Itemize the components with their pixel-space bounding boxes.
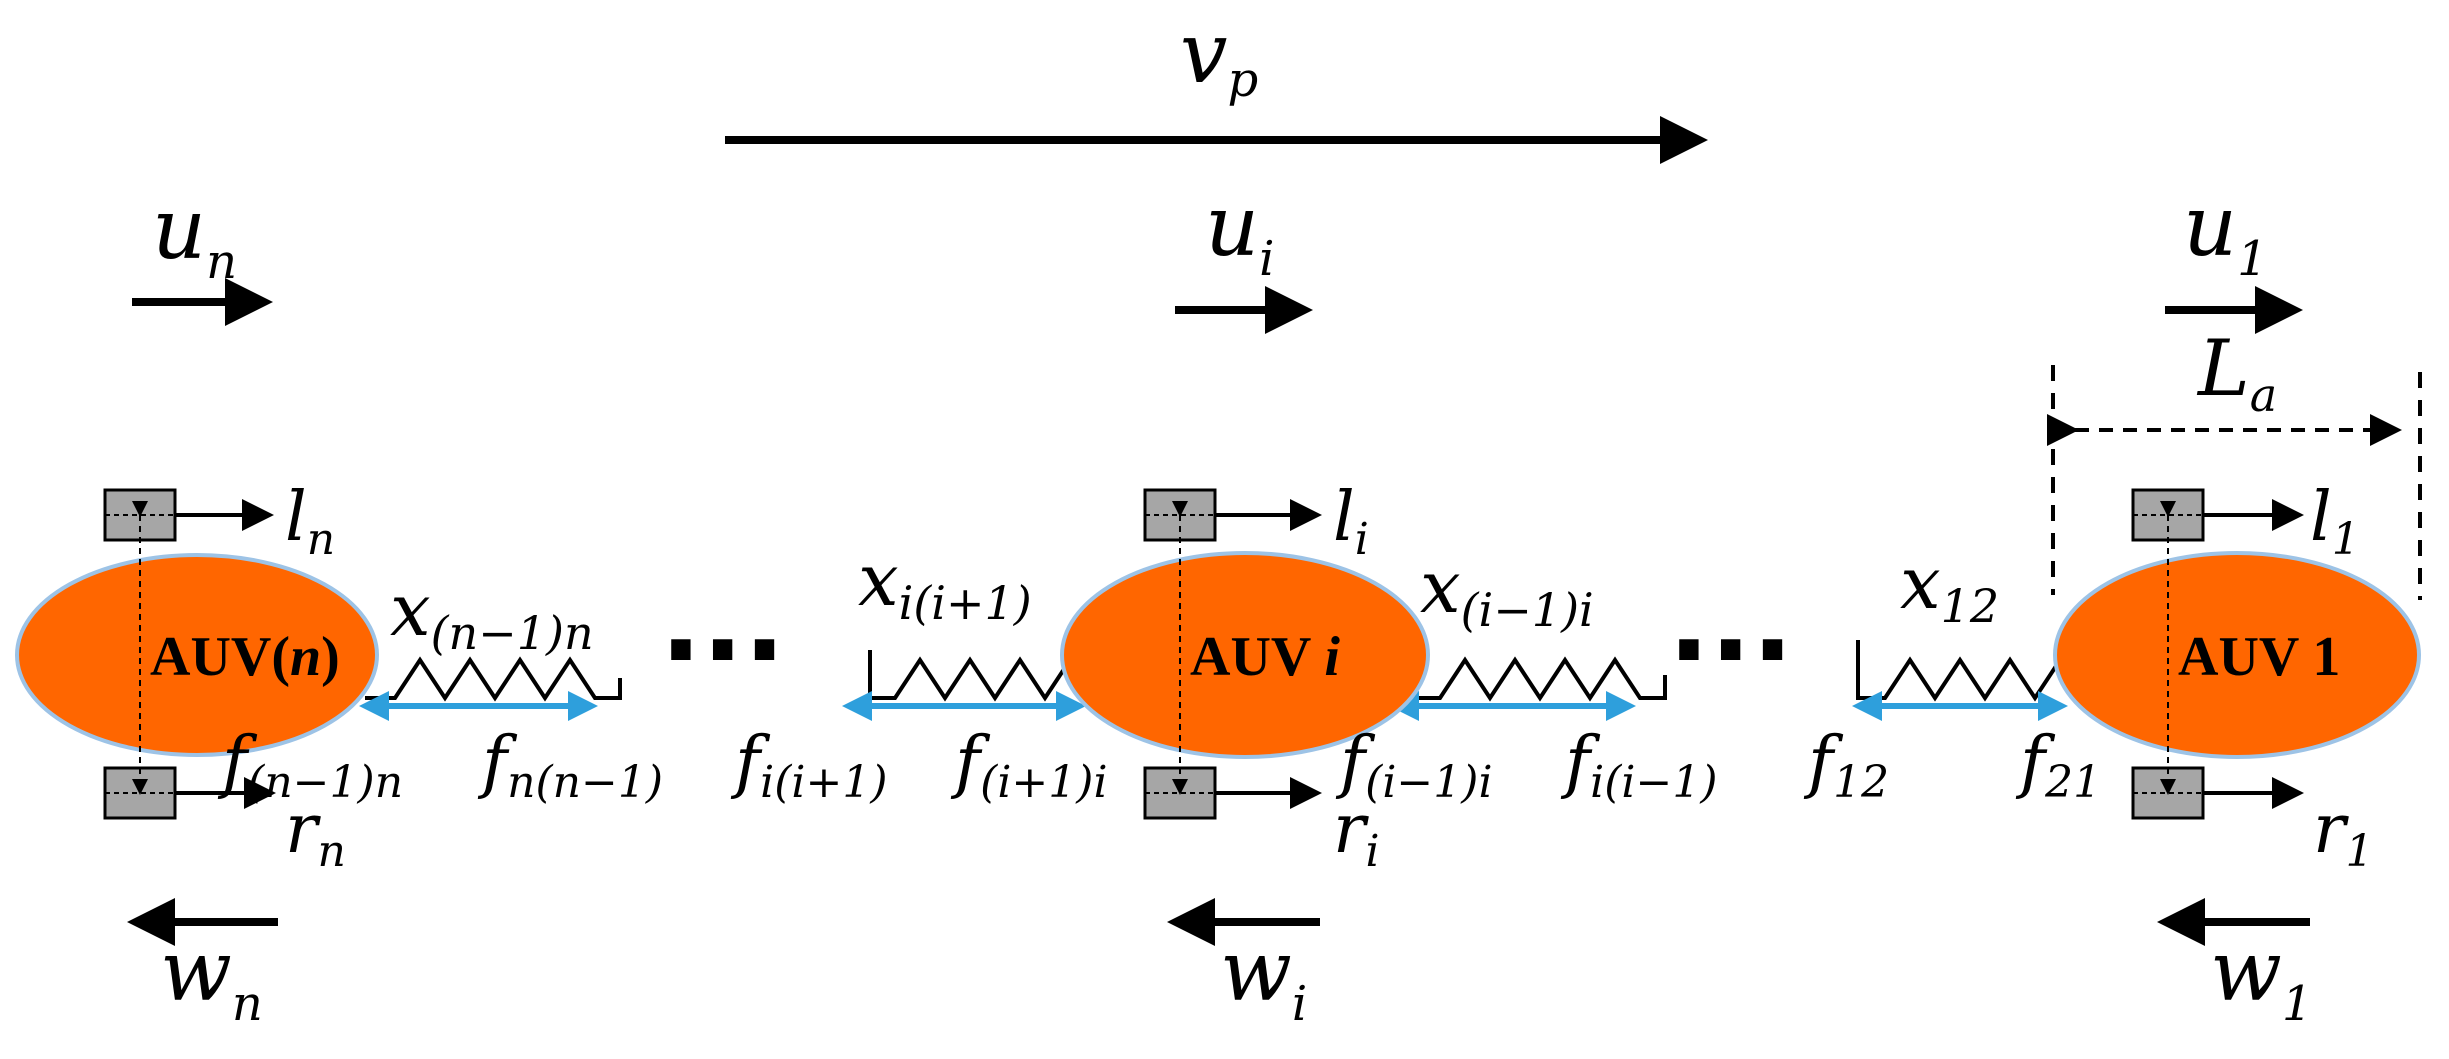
surge-velocity-1: u1 <box>2165 177 2303 334</box>
platoon-velocity-label: vp <box>1180 4 1258 108</box>
surge-label-1: u1 <box>2183 177 2268 287</box>
heave-velocity-1: w1 <box>2157 898 2312 1032</box>
surge-label-i: ui <box>1205 177 1274 287</box>
spring-coil-n <box>365 656 622 702</box>
heave-label-n: wn <box>160 922 263 1032</box>
spring-coil-i-prev <box>1415 656 1667 702</box>
auv-name-i: AUV i <box>1190 626 1340 688</box>
left-thruster-label-n: ln <box>285 478 335 565</box>
auv-i: li ri AUV i <box>1060 478 1430 877</box>
spring-n: x(n−1)n <box>365 568 622 702</box>
auv-body-n <box>15 553 379 757</box>
force-label-i-ip1: fi(i+1) <box>730 723 888 808</box>
auv-body-i <box>1060 551 1430 759</box>
force-labels: f(n−1)n fn(n−1) fi(i+1) f(i+1)i f(i−1)i … <box>217 723 2101 808</box>
spring-label-n: x(n−1)n <box>390 568 594 660</box>
spring-label-1: x12 <box>1900 541 1999 633</box>
heave-velocity-n: wn <box>127 898 278 1032</box>
ellipsis-left: ··· <box>660 586 785 714</box>
right-thruster-label-1: r1 <box>2313 790 2374 877</box>
surge-velocity-i: ui <box>1175 177 1313 334</box>
auv-name-n: AUV(n) <box>150 626 340 688</box>
force-label-21: f21 <box>2015 723 2101 808</box>
auv-name-1: AUV 1 <box>2178 626 2340 688</box>
force-label-nm1-n: f(n−1)n <box>217 723 403 808</box>
auv-n: ln rn AUV(n) <box>15 478 379 877</box>
force-label-ip1-i: f(i+1)i <box>950 723 1108 808</box>
left-thruster-label-i: li <box>1333 478 1369 565</box>
length-label: La <box>2196 324 2277 422</box>
auv-1: l1 r1 AUV 1 <box>2053 478 2421 877</box>
surge-velocity-n: un <box>132 180 273 326</box>
ellipsis-right: ··· <box>1668 586 1793 714</box>
heave-label-i: wi <box>1220 922 1307 1032</box>
left-thruster-label-1: l1 <box>2310 478 2360 565</box>
right-thruster-label-n: rn <box>285 790 346 877</box>
force-label-n-nm1: fn(n−1) <box>477 723 663 808</box>
surge-label-n: un <box>152 180 237 290</box>
auv-length-marker: La <box>2047 324 2422 600</box>
platoon-velocity: vp <box>725 4 1708 164</box>
spring-label-i-next: xi(i+1) <box>858 538 1032 630</box>
auv-body-1 <box>2053 551 2421 759</box>
spring-label-i-prev: x(i−1)i <box>1420 545 1594 637</box>
heave-velocity-i: wi <box>1167 898 1320 1032</box>
right-thruster-label-i: ri <box>1333 790 1380 877</box>
force-label-i-im1: fi(i−1) <box>1560 723 1718 808</box>
spring-i-prev: x(i−1)i <box>1415 545 1667 702</box>
heave-label-1: w1 <box>2210 922 2312 1032</box>
force-label-im1-i: f(i−1)i <box>1335 723 1493 808</box>
force-label-12: f12 <box>1803 723 1889 808</box>
